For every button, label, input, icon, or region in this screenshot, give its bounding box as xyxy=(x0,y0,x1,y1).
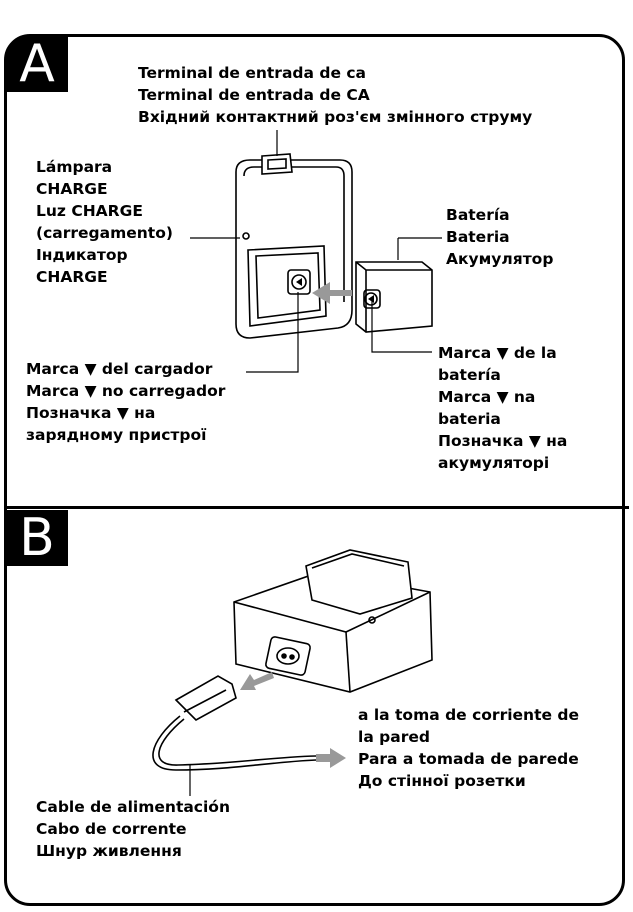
wall-outlet-label-line: la pared xyxy=(358,728,430,746)
ac-terminal-label-line: Terminal de entrada de ca xyxy=(138,64,367,82)
charger-mark-label-line: Marca ▼ no carregador xyxy=(26,382,226,400)
section-divider xyxy=(4,506,629,509)
power-cord-illustration xyxy=(152,675,317,771)
power-cord-label: Cable de alimentación Cabo de corrente Ш… xyxy=(36,796,230,862)
charger-mark-label: Marca ▼ del cargador Marca ▼ no carregad… xyxy=(26,358,225,446)
charger-rear-illustration xyxy=(233,549,433,693)
charge-lamp-label-line: Lámpara xyxy=(36,158,113,176)
battery-mark-label-line: batería xyxy=(438,366,501,384)
leader-lines-a xyxy=(190,130,442,373)
battery-mark-label-line: акумуляторі xyxy=(438,454,550,472)
battery-mark-label-line: Marca ▼ de la xyxy=(438,344,557,362)
charger-illustration xyxy=(235,153,353,339)
charger-mark-label-line: Позначка ▼ на xyxy=(26,404,156,422)
charge-lamp-label: Lámpara CHARGE Luz CHARGE (carregamento)… xyxy=(36,156,173,288)
wall-outlet-label-line: Para a tomada de parede xyxy=(358,750,579,768)
power-cord-label-line: Cable de alimentación xyxy=(36,798,230,816)
charge-lamp-label-line: CHARGE xyxy=(36,268,108,286)
battery-label-line: Акумулятор xyxy=(446,250,554,268)
battery-label-line: Batería xyxy=(446,206,510,224)
section-b-badge: B xyxy=(6,510,68,566)
wall-outlet-label-line: До стінної розетки xyxy=(358,772,526,790)
plug-arrow-icon xyxy=(240,672,274,690)
power-cord-label-line: Шнур живлення xyxy=(36,842,182,860)
charger-mark-label-line: зарядному пристрої xyxy=(26,426,207,444)
battery-label-line: Bateria xyxy=(446,228,510,246)
ac-terminal-label-line: Вхідний контактний роз'єм змінного струм… xyxy=(138,108,533,126)
charge-lamp-label-line: (carregamento) xyxy=(36,224,173,242)
battery-mark-label: Marca ▼ de la batería Marca ▼ na bateria… xyxy=(438,342,567,474)
battery-mark-label-line: Позначка ▼ на xyxy=(438,432,568,450)
power-cord-label-line: Cabo de corrente xyxy=(36,820,187,838)
battery-label: Batería Bateria Акумулятор xyxy=(446,204,553,270)
section-a-badge: A xyxy=(6,36,68,92)
ac-terminal-label-line: Terminal de entrada de CA xyxy=(138,86,370,104)
charge-lamp-label-line: CHARGE xyxy=(36,180,108,198)
ac-terminal-label: Terminal de entrada de ca Terminal de en… xyxy=(138,62,532,128)
wall-outlet-label-line: a la toma de corriente de xyxy=(358,706,580,724)
battery-mark-label-line: Marca ▼ na xyxy=(438,388,536,406)
battery-illustration xyxy=(355,261,433,333)
charge-lamp-label-line: Індикатор xyxy=(36,246,128,264)
diagram-frame xyxy=(4,34,625,906)
wall-outlet-label: a la toma de corriente de la pared Para … xyxy=(358,704,579,792)
charge-lamp-label-line: Luz CHARGE xyxy=(36,202,143,220)
charger-mark-label-line: Marca ▼ del cargador xyxy=(26,360,213,378)
battery-mark-label-line: bateria xyxy=(438,410,501,428)
insert-arrow-icon xyxy=(312,282,352,304)
outlet-arrow-icon xyxy=(316,748,346,768)
